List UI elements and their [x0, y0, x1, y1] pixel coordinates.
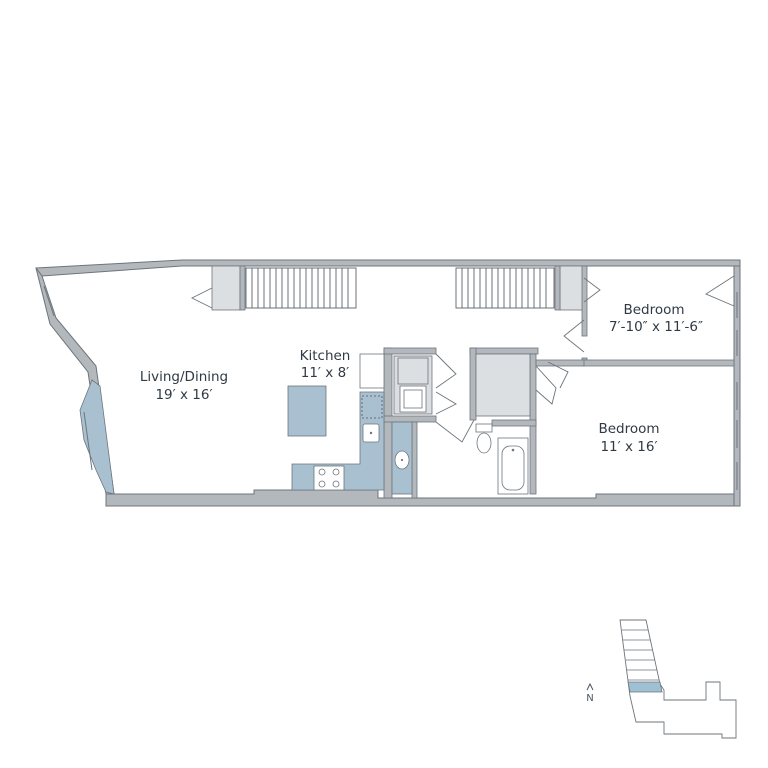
bedroom1-door — [563, 319, 585, 353]
bath-top-wall — [491, 419, 537, 427]
laundry-door-upper — [435, 353, 457, 389]
toilet-bowl — [476, 432, 492, 454]
window-west-upper — [43, 285, 55, 317]
entry-door — [705, 275, 735, 307]
closet-right-door — [583, 277, 601, 303]
bedroom1-west-wall-upper — [581, 265, 588, 337]
kitchen — [287, 353, 385, 491]
south-wall — [105, 489, 735, 507]
kitchen-name: Kitchen — [300, 348, 351, 364]
closet-left-door — [190, 287, 213, 309]
key-plan-highlight — [627, 681, 663, 693]
closet-left — [211, 265, 241, 311]
compass: N — [586, 682, 594, 704]
stairs-right — [455, 267, 555, 309]
bedroom2-size: 11′ x 16′ — [600, 439, 657, 455]
toilet-tank — [475, 423, 493, 433]
utility-closet — [475, 353, 531, 417]
core-wall-top — [383, 347, 437, 355]
door-swings — [190, 275, 735, 443]
room-labels: Living/Dining 19′ x 16′ Kitchen 11′ x 8′… — [140, 302, 703, 455]
laundry — [393, 355, 433, 415]
utility-door — [535, 365, 557, 405]
north-wall — [35, 259, 741, 277]
kitchen-island — [287, 385, 327, 437]
laundry-wall — [383, 415, 437, 423]
bedroom2-door — [547, 361, 569, 389]
kitchen-counter — [291, 391, 385, 491]
bathroom — [391, 421, 529, 495]
refrigerator — [359, 353, 385, 389]
stove — [313, 465, 345, 491]
laundry-door-lower — [435, 391, 457, 415]
closet-right — [559, 265, 585, 311]
bedroom1-name: Bedroom — [623, 302, 684, 318]
bath-door — [435, 419, 475, 443]
window-bay-mullion — [83, 411, 93, 471]
north-arrow-icon — [586, 682, 594, 691]
utility-wall-top — [469, 347, 539, 355]
living-name: Living/Dining — [140, 369, 228, 385]
key-plan — [619, 619, 737, 739]
outer-walls — [35, 259, 741, 507]
key-plan-units — [622, 629, 659, 681]
bedroom-divider-wall — [581, 359, 735, 367]
north-label: N — [586, 693, 593, 704]
living-size: 19′ x 16′ — [155, 387, 212, 403]
bedroom1-size: 7′-10″ x 11′-6″ — [609, 319, 703, 335]
bedroom2-corridor-wall — [535, 359, 585, 367]
closet-right-wall — [554, 265, 561, 311]
core-wall-west — [383, 347, 393, 499]
interior-walls — [211, 265, 735, 499]
utility-wall-west — [469, 347, 477, 421]
closet-left-wall — [239, 265, 246, 311]
bedroom2-name: Bedroom — [598, 421, 659, 437]
bay-window — [79, 379, 115, 495]
stairs-left — [245, 267, 357, 309]
washer — [397, 357, 429, 385]
kitchen-size: 11′ x 8′ — [301, 365, 349, 381]
dishwasher — [361, 395, 383, 419]
bath-divider — [411, 421, 418, 499]
